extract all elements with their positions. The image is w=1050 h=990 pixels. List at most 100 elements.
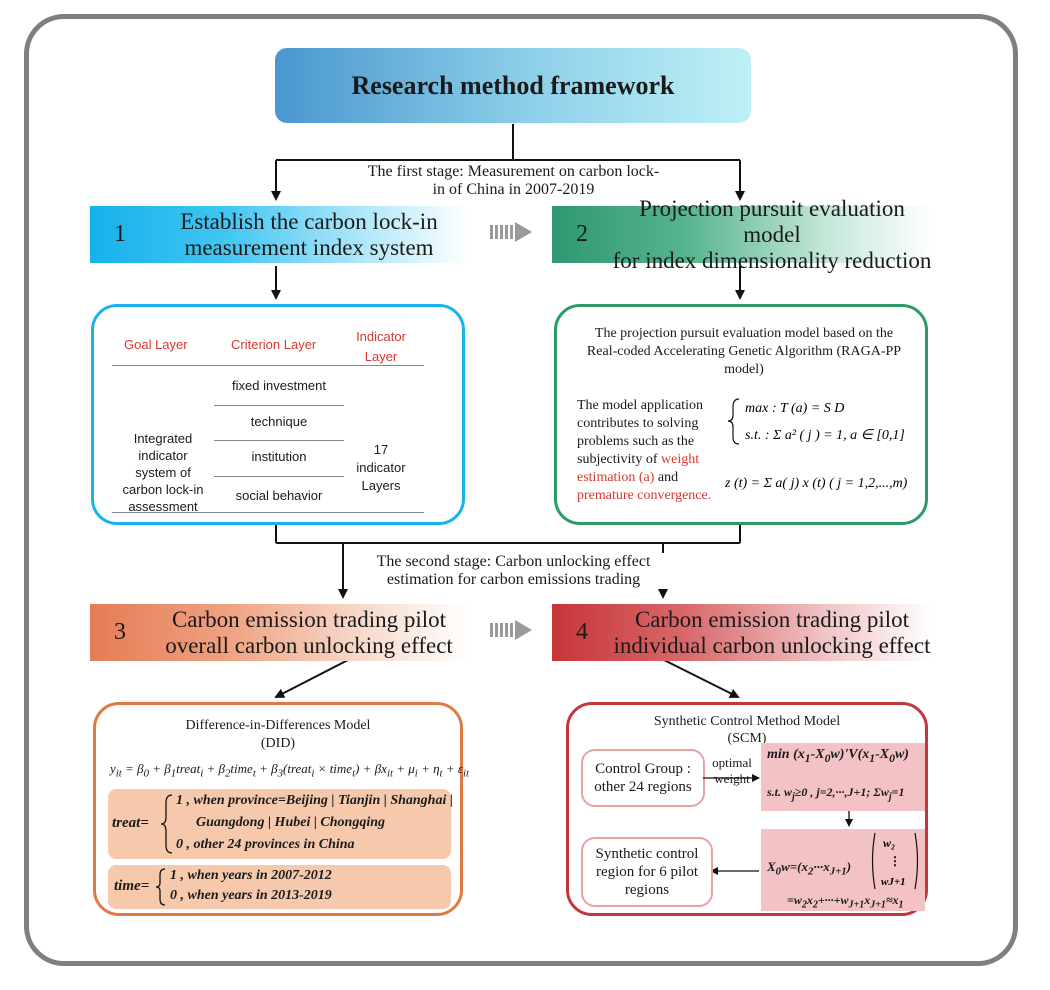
did-title-line1: Difference-in-Differences Model	[185, 718, 371, 733]
indicator-header-line2: Layer	[364, 349, 398, 364]
treat-brace	[160, 794, 173, 854]
step-4-header: 4 Carbon emission trading pilot individu…	[552, 604, 932, 661]
framework-title-text: Research method framework	[351, 70, 675, 100]
criterion-item: social behavior	[235, 488, 323, 503]
step-4-title-line1: Carbon emission trading pilot	[634, 606, 910, 632]
indicator-header-line1: Indicator	[356, 329, 406, 344]
synthetic-region-box: Synthetic control region for 6 pilot reg…	[581, 837, 713, 907]
desc-highlight: estimation (a)	[577, 470, 655, 485]
goal-line: assessment	[128, 499, 198, 514]
stage2-line2: estimation for carbon emissions trading	[386, 571, 641, 588]
desc-line: and	[657, 470, 679, 485]
desc-line: The model application	[577, 398, 703, 413]
stage2-line1: The second stage: Carbon unlocking effec…	[376, 553, 651, 570]
outer-frame	[24, 14, 1018, 966]
step-1-title-line1: Establish the carbon lock-in	[180, 208, 438, 234]
scm-arrows	[703, 774, 853, 875]
synthetic-formula-line1: X0w=(x2···xJ+1)	[767, 859, 852, 878]
svg-text:wJ+1: wJ+1	[881, 876, 906, 888]
treat-label: treat=	[112, 815, 149, 831]
step-3-title-line2: overall carbon unlocking effect	[165, 632, 453, 658]
scm-model-panel: Synthetic Control Method Model (SCM) Con…	[566, 702, 928, 916]
criterion-item: fixed investment	[232, 378, 326, 393]
treat-case-1: 1 , when province=Beijing | Tianjin | Sh…	[176, 793, 453, 808]
indicator-line: 17	[373, 442, 389, 457]
synthetic-formula-box: X0w=(x2···xJ+1) w₂ ⋮ wJ+1 =w2x2+···+wJ+1…	[761, 829, 925, 911]
raga-pp-description: The model application contributes to sol…	[577, 397, 717, 505]
svg-text:⋮: ⋮	[889, 854, 901, 868]
scm-title: Synthetic Control Method Model (SCM)	[569, 713, 925, 747]
criterion-item: institution	[251, 449, 307, 464]
step-3-number: 3	[114, 619, 126, 645]
step-1-title: Establish the carbon lock-in measurement…	[150, 209, 468, 261]
time-case-2: 0 , when years in 2013-2019	[170, 888, 332, 903]
raga-pp-title-line3: model)	[724, 362, 764, 377]
goal-layer-header: Goal Layer	[124, 337, 188, 352]
stage1-line1: The first stage: Measurement on carbon l…	[367, 163, 660, 180]
step-1-number: 1	[114, 221, 126, 247]
raga-pp-title-line1: The projection pursuit evaluation model …	[594, 326, 894, 341]
step-2-title-line2: for index dimensionality reduction	[612, 247, 932, 273]
step-4-title-line2: individual carbon unlocking effect	[613, 632, 931, 658]
scm-title-line1: Synthetic Control Method Model	[653, 714, 841, 729]
stage1-label: The first stage: Measurement on carbon l…	[356, 163, 671, 199]
control-group-line2: other 24 regions	[594, 779, 692, 795]
desc-line: contributes to solving	[577, 416, 699, 431]
step-1-title-line2: measurement index system	[184, 234, 434, 260]
step-1-header: 1 Establish the carbon lock-in measureme…	[90, 206, 468, 263]
step-4-title: Carbon emission trading pilot individual…	[612, 607, 932, 659]
criterion-item: technique	[250, 414, 308, 429]
optimization-formula-box: min (x1-X0w)'V(x1-X0w) s.t. wj≥0 , j=2,·…	[761, 743, 925, 811]
stage2-label: The second stage: Carbon unlocking effec…	[356, 553, 671, 589]
synthetic-region-line1: Synthetic control	[595, 846, 699, 862]
goal-line: carbon lock-in	[122, 482, 204, 497]
step-4-number: 4	[576, 619, 588, 645]
optimization-constraint: s.t. wj≥0 , j=2,···,J+1; Σwj=1	[767, 785, 905, 803]
time-definition-box: time= 1 , when years in 2007-2012 0 , wh…	[108, 865, 451, 909]
svg-text:w₂: w₂	[883, 836, 895, 850]
desc-line: subjectivity of	[577, 452, 658, 467]
indicator-system-panel: Goal Layer Criterion Layer Indicator Lay…	[91, 304, 465, 525]
optimization-objective: min (x1-X0w)'V(x1-X0w)	[767, 747, 909, 765]
step-2-number: 2	[576, 221, 588, 247]
step-3-title-line1: Carbon emission trading pilot	[171, 606, 447, 632]
step-3-header: 3 Carbon emission trading pilot overall …	[90, 604, 468, 661]
weight-vector: w₂ ⋮ wJ+1	[871, 832, 919, 890]
did-model-panel: Difference-in-Differences Model (DID) yi…	[93, 702, 469, 916]
optimal-weight-line1: optimal	[712, 755, 752, 770]
synthetic-formula-line2: =w2x2+···+wJ+1xJ+1≈x1	[787, 893, 904, 911]
svg-text:max : T (a) = S D: max : T (a) = S D	[745, 401, 844, 416]
step-2-header: 2 Projection pursuit evaluation model fo…	[552, 196, 932, 273]
criterion-divider	[214, 476, 344, 477]
step-arrow-icon-2	[490, 620, 532, 640]
desc-highlight: weight	[661, 452, 700, 467]
goal-line: system of	[135, 465, 191, 480]
scm-title-line2: (SCM)	[727, 731, 767, 746]
time-brace	[155, 868, 166, 906]
goal-layer-cell: Integrated indicator system of carbon lo…	[112, 430, 214, 515]
criterion-layer-header: Criterion Layer	[231, 337, 317, 352]
svg-text:s.t. : Σ a² ( j ) = 1, a ∈ [0,: s.t. : Σ a² ( j ) = 1, a ∈ [0,1]	[745, 428, 905, 443]
did-title: Difference-in-Differences Model (DID)	[96, 717, 460, 753]
raga-pp-formula: max : T (a) = S D s.t. : Σ a² ( j ) = 1,…	[724, 398, 908, 491]
table-divider-top	[112, 365, 424, 366]
goal-line: Integrated	[133, 431, 193, 446]
indicator-layer-cell: 17 indicator Layers	[346, 441, 416, 495]
control-group-box: Control Group : other 24 regions	[581, 749, 705, 807]
raga-pp-title-line2: Real-coded Accelerating Genetic Algorith…	[586, 344, 902, 359]
treat-definition-box: treat= 1 , when province=Beijing | Tianj…	[108, 789, 453, 859]
table-divider-bottom	[112, 512, 424, 513]
goal-line: indicator	[138, 448, 188, 463]
framework-title: Research method framework	[275, 48, 751, 123]
stage1-line2: in of China in 2007-2019	[432, 181, 595, 198]
synthetic-region-line3: regions	[624, 882, 670, 898]
step-2-title-line1: Projection pursuit evaluation model	[639, 195, 905, 247]
synthetic-region-line2: region for 6 pilot	[595, 864, 699, 880]
time-label: time=	[114, 878, 150, 894]
raga-pp-title: The projection pursuit evaluation model …	[561, 325, 927, 379]
indicator-line: Layers	[361, 478, 401, 493]
svg-text:z (t) = Σ a( j) x (t) ( j =: z (t) = Σ a( j) x (t) ( j = 1,2,...,m)	[724, 476, 908, 491]
control-group-line1: Control Group :	[595, 761, 691, 777]
desc-highlight: premature convergence.	[577, 488, 712, 503]
